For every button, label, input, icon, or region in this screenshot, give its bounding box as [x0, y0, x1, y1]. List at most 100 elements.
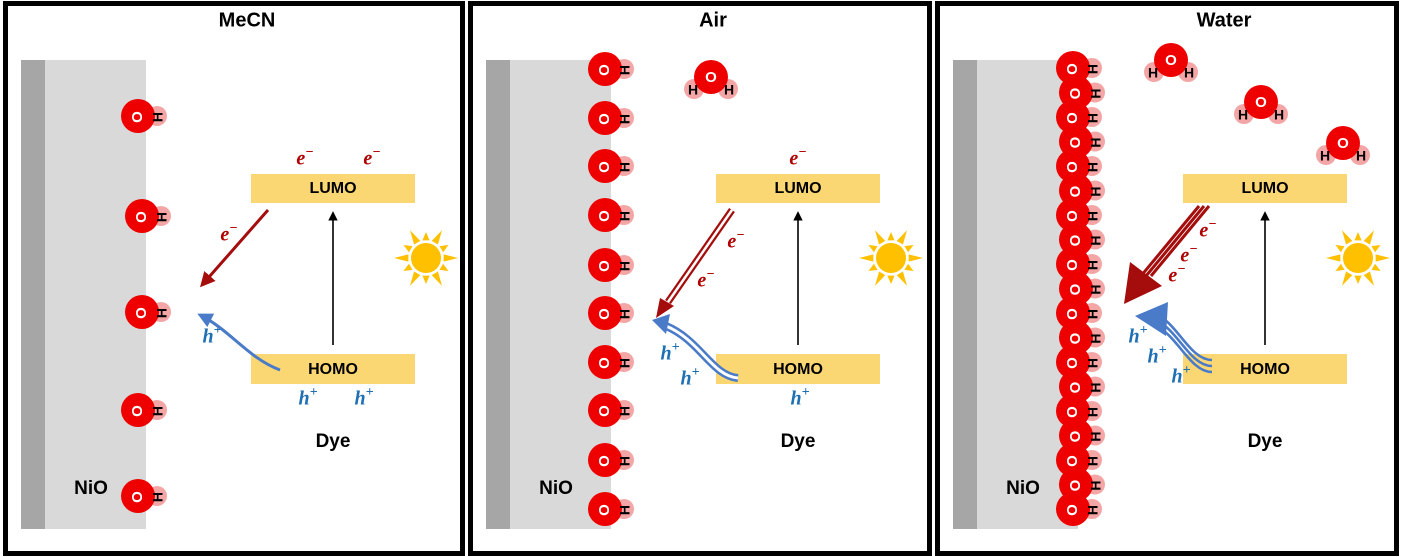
sun-ray	[1342, 230, 1353, 245]
hydrogen-symbol: H	[617, 505, 633, 515]
hydrogen-symbol: H	[617, 406, 633, 416]
oxygen-symbol: O	[1064, 210, 1081, 222]
oxygen-symbol: O	[1064, 406, 1081, 418]
oxygen-symbol: O	[596, 504, 613, 516]
hydrogen-symbol: H	[1085, 162, 1101, 172]
sun-ray	[1375, 254, 1390, 262]
sun-ray	[904, 263, 914, 271]
hydrogen-symbol: H	[1088, 431, 1104, 441]
oxygen-atom	[588, 393, 622, 427]
sun-ray	[1371, 263, 1381, 271]
oxygen-atom	[121, 479, 155, 513]
sun-ray	[394, 254, 409, 262]
hole-transfer-arrow	[197, 313, 281, 372]
panel-title: Water	[1197, 9, 1252, 31]
sun-ray	[875, 271, 886, 286]
oxygen-symbol: O	[1067, 479, 1084, 491]
hydrogen-symbol: H	[617, 358, 633, 368]
hydrogen-symbol: H	[1088, 88, 1104, 98]
oxygen-symbol: O	[1067, 283, 1084, 295]
sun-ray	[1363, 230, 1374, 245]
hydrogen-symbol: H	[724, 82, 734, 98]
sun-disc	[411, 243, 441, 273]
oxygen-atom	[588, 345, 622, 379]
oxygen-atom	[125, 295, 159, 329]
hydrogen-symbol: H	[1085, 260, 1101, 270]
electron-arrowhead	[1124, 262, 1162, 304]
substrate-edge	[486, 60, 510, 529]
hydrogen-symbol: H	[150, 492, 166, 502]
hydrogen-symbol: H	[617, 162, 633, 172]
sun-ray	[896, 271, 907, 286]
sun-ray	[859, 254, 874, 262]
oxygen-symbol: O	[1067, 185, 1084, 197]
hydrogen-symbol: H	[1238, 107, 1248, 123]
sun-ray	[439, 263, 449, 271]
oxygen-symbol: O	[133, 211, 150, 223]
sun-ray	[1371, 245, 1381, 253]
oxygen-symbol: O	[1067, 87, 1084, 99]
sun-ray	[1335, 245, 1345, 253]
electron-transfer-arrow	[200, 209, 270, 288]
sun-ray	[439, 245, 449, 253]
hydrogen-symbol: H	[1085, 113, 1101, 123]
lumo-band	[251, 174, 415, 203]
electron-transfer-arrow	[1144, 205, 1206, 277]
oxygen-atom	[588, 296, 622, 330]
hydrogen-symbol: H	[1356, 148, 1366, 164]
nio-substrate	[45, 60, 146, 529]
hydrogen-symbol: H	[1088, 333, 1104, 343]
homo-label: HOMO	[1240, 361, 1290, 378]
hydrogen-symbol: H	[1274, 107, 1284, 123]
oxygen-symbol: O	[596, 455, 613, 467]
sun-ray	[431, 230, 442, 245]
oxygen-atom	[1056, 492, 1090, 526]
oxygen-symbol: O	[1067, 381, 1084, 393]
hydrogen-symbol: H	[1085, 358, 1101, 368]
sun-ray	[403, 245, 413, 253]
sun-ray	[875, 230, 886, 245]
hydrogen-symbol: H	[1088, 235, 1104, 245]
oxygen-symbol: O	[133, 307, 150, 319]
sun-ray	[904, 245, 914, 253]
hydrogen-symbol: H	[1085, 456, 1101, 466]
oxygen-symbol: O	[1064, 259, 1081, 271]
electron-transfer-arrow	[1149, 205, 1211, 277]
sun-ray	[908, 254, 923, 262]
lumo-band	[716, 174, 880, 203]
homo-label: HOMO	[773, 361, 823, 378]
sun-ray	[1354, 275, 1362, 284]
hydrogen-symbol: H	[1085, 505, 1101, 515]
hydrogen-symbol: H	[688, 82, 698, 98]
oxygen-symbol: O	[1064, 112, 1081, 124]
sun-ray	[868, 245, 878, 253]
homo-band	[716, 354, 880, 384]
dye-label: Dye	[1248, 431, 1283, 452]
hydrogen-symbol: H	[617, 309, 633, 319]
oxygen-atom	[588, 52, 622, 86]
sun-ray	[1342, 271, 1353, 286]
sun-ray	[431, 271, 442, 286]
nio-label: NiO	[539, 478, 573, 499]
oxygen-atom	[588, 443, 622, 477]
hydrogen-symbol: H	[617, 114, 633, 124]
hydrogen-symbol: H	[1085, 211, 1101, 221]
oxygen-symbol: O	[1064, 357, 1081, 369]
hydrogen-symbol: H	[617, 65, 633, 75]
